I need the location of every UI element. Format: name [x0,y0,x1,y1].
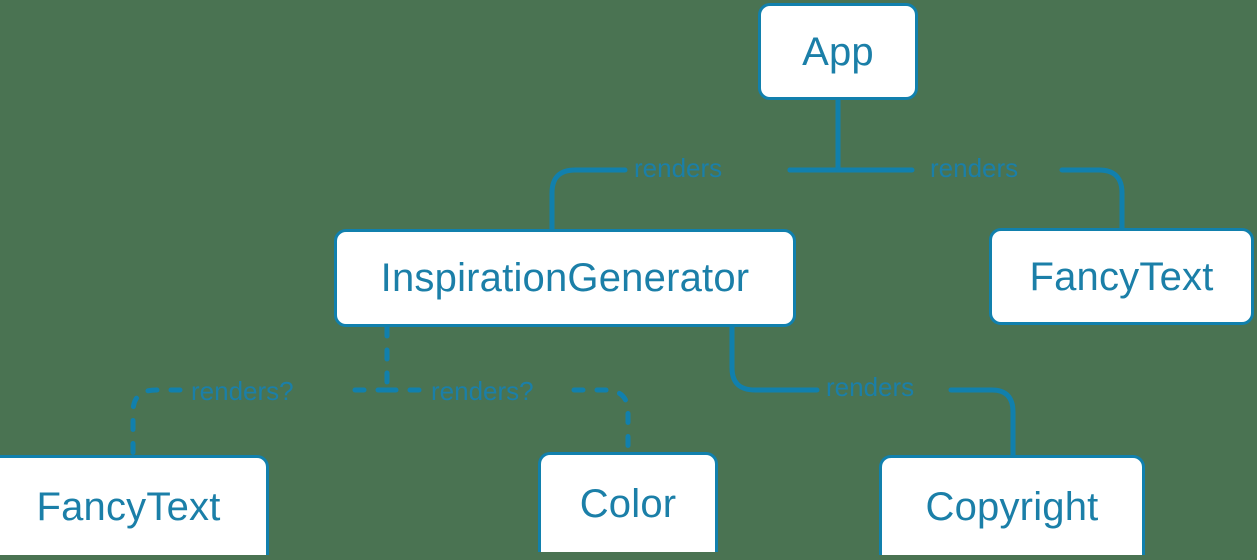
node-inspirationgenerator[interactable]: InspirationGenerator [334,229,796,327]
edge-app-to-inspirationgenerator-mid [549,167,628,232]
node-fancytext-right-label: FancyText [1029,254,1214,299]
node-app[interactable]: App [758,3,918,100]
node-color[interactable]: Color [538,452,718,552]
edge-label-inspirationgenerator-to-copyright: renders [826,372,915,402]
node-fancytext-right[interactable]: FancyText [989,228,1254,325]
edge-inspirationgenerator-to-copyright-b [948,387,1016,458]
node-fancytext-left[interactable]: FancyText [0,455,269,555]
node-color-label: Color [579,481,677,526]
edge-label-app-to-inspirationgenerator: renders [634,153,723,183]
edge-label-inspirationgenerator-to-fancytext: renders? [191,376,294,406]
edge-label-inspirationgenerator-to-color: renders? [431,376,534,406]
edge-label-app-to-fancytext: renders [930,153,1019,183]
node-copyright[interactable]: Copyright [879,455,1145,555]
node-fancytext-left-label: FancyText [36,484,221,529]
edge-inspirationgenerator-to-copyright-a [729,324,820,393]
edge-inspirationgenerator-to-fancytext-left-b [130,387,183,458]
node-app-label: App [802,29,874,74]
edge-app-to-fancytext-right-b [1059,167,1125,231]
node-inspirationgenerator-label: InspirationGenerator [380,256,750,300]
edge-inspirationgenerator-to-color-b [571,387,631,455]
node-copyright-label: Copyright [925,484,1099,529]
